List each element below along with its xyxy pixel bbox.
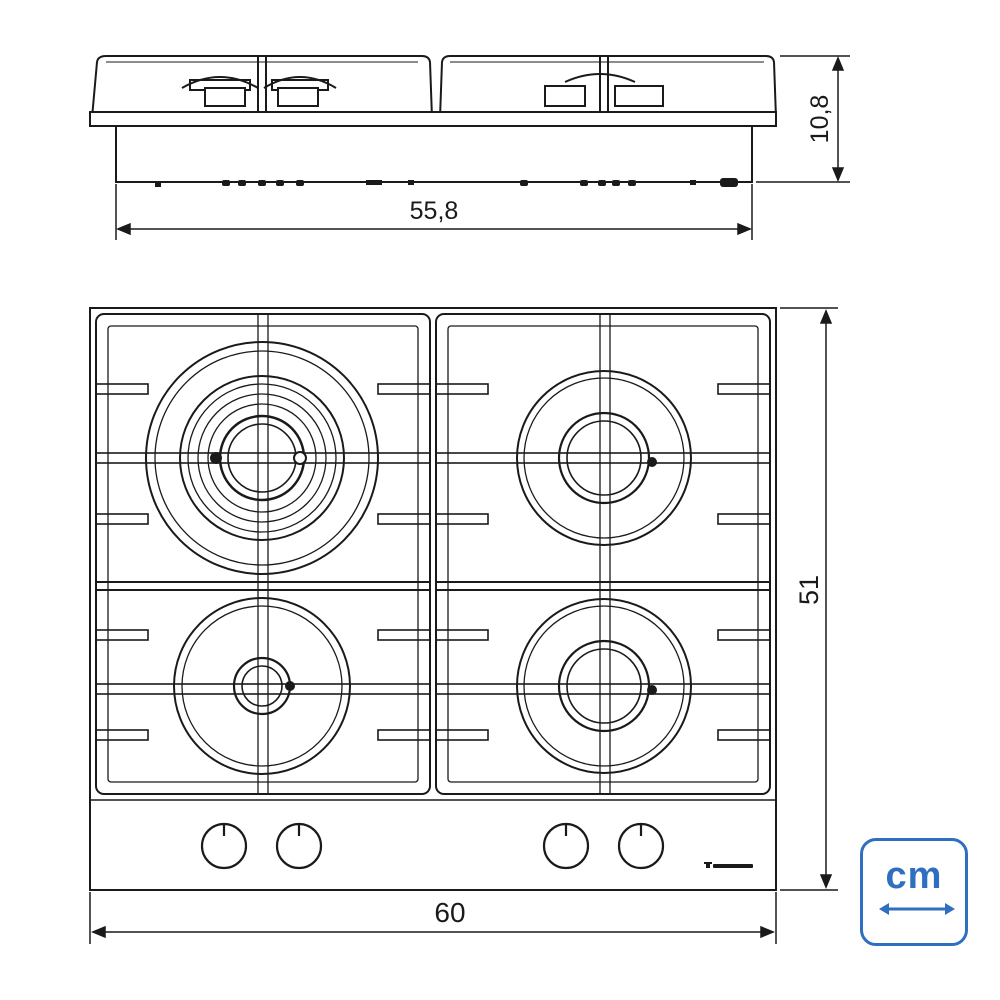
burner-semi-rapid-front bbox=[516, 598, 692, 774]
top-view-depth-label: 51 bbox=[794, 575, 824, 605]
side-view-height-label: 10,8 bbox=[806, 95, 834, 144]
top-view-depth-dimension bbox=[780, 307, 838, 891]
top-view-width-dimension bbox=[89, 892, 777, 944]
side-view-grates bbox=[90, 55, 778, 119]
side-view-feet bbox=[155, 178, 738, 187]
grate-supports bbox=[95, 383, 771, 741]
burner-auxiliary bbox=[173, 597, 351, 775]
side-view bbox=[89, 55, 778, 187]
knob-2 bbox=[275, 822, 323, 870]
right-grate bbox=[435, 313, 771, 795]
brand-logo bbox=[704, 862, 753, 868]
side-view-width-dimension bbox=[115, 184, 753, 240]
knob-3 bbox=[542, 822, 590, 870]
side-view-top-plate bbox=[89, 111, 777, 127]
side-view-body bbox=[115, 125, 753, 183]
double-arrow-icon bbox=[879, 903, 955, 915]
burner-triple-crown bbox=[145, 341, 379, 575]
top-view bbox=[89, 307, 777, 891]
burner-semi-rapid-rear bbox=[516, 370, 692, 546]
knob-1 bbox=[200, 822, 248, 870]
top-view-width-label: 60 bbox=[434, 897, 465, 928]
side-view-width-label: 55,8 bbox=[410, 197, 459, 225]
knob-4 bbox=[617, 822, 665, 870]
unit-badge: cm bbox=[860, 838, 968, 946]
side-view-burners bbox=[181, 73, 664, 107]
control-knobs bbox=[200, 822, 665, 870]
unit-label: cm bbox=[885, 855, 943, 897]
side-view-height-dimension bbox=[756, 55, 850, 183]
top-view-plate bbox=[89, 307, 777, 891]
